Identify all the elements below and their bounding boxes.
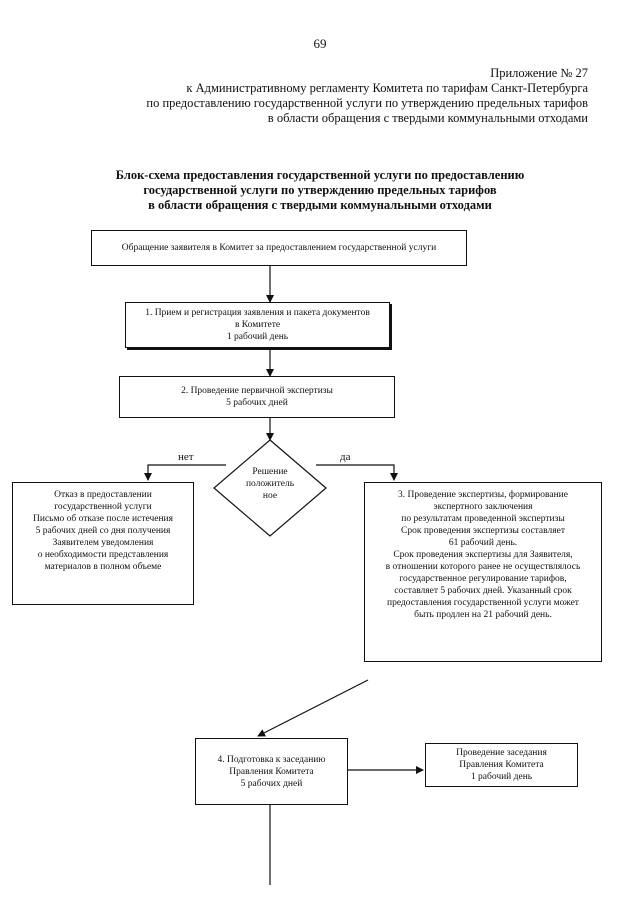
title-line-1: Блок-схема предоставления государственно… xyxy=(115,168,525,182)
appendix-header: Приложение № 27 к Административному регл… xyxy=(28,66,588,126)
appendix-line-2: к Административному регламенту Комитета … xyxy=(186,81,588,95)
step3-line-6: Срок проведения экспертизы для Заявителя… xyxy=(393,550,573,560)
step3-line-3: по результатам проведенной экспертизы xyxy=(401,514,565,524)
step1-line-3: 1 рабочий день xyxy=(226,332,289,342)
step4-box: 4. Подготовка к заседанию Правления Коми… xyxy=(195,738,348,805)
refusal-box: Отказ в предоставлении государственной у… xyxy=(12,482,194,605)
step3-line-5: 61 рабочий день. xyxy=(448,538,518,548)
decision-line-3: ное xyxy=(262,491,278,501)
arrow-step3-to-step4 xyxy=(257,679,369,737)
step3-line-4: Срок проведения экспертизы составляет xyxy=(401,526,565,536)
meeting-line-2: Правления Комитета xyxy=(459,760,544,770)
appendix-line-3: по предоставлению государственной услуги… xyxy=(146,96,588,110)
decision-diamond xyxy=(213,439,327,537)
step3-box: 3. Проведение экспертизы, формирование э… xyxy=(364,482,602,662)
decision-line-2: положитель xyxy=(245,479,295,489)
document-title: Блок-схема предоставления государственно… xyxy=(40,168,600,213)
appendix-line-4: в области обращения с твердыми коммуналь… xyxy=(267,111,588,125)
meeting-line-3: 1 рабочий день xyxy=(470,772,533,782)
decision-label: Решение положитель ное xyxy=(226,466,314,502)
decision-line-1: Решение xyxy=(252,467,288,477)
step3-line-8: государственное регулирование тарифов, xyxy=(399,574,567,584)
title-line-3: в области обращения с твердыми коммуналь… xyxy=(148,198,492,212)
no-label: нет xyxy=(178,451,194,463)
refusal-line-1: Отказ в предоставлении xyxy=(54,490,152,500)
meeting-box: Проведение заседания Правления Комитета … xyxy=(425,743,578,787)
meeting-line-1: Проведение заседания xyxy=(456,748,547,758)
step2-box: 2. Проведение первичной экспертизы 5 раб… xyxy=(119,376,395,418)
start-text: Обращение заявителя в Комитет за предост… xyxy=(121,243,437,253)
refusal-line-4: 5 рабочих дней со дня получения xyxy=(35,526,171,536)
refusal-line-6: о необходимости представления xyxy=(37,550,169,560)
step4-line-1: 4. Подготовка к заседанию xyxy=(217,754,326,765)
step1-line-2: в Комитете xyxy=(234,320,281,330)
title-line-2: государственной услуги по утверждению пр… xyxy=(143,183,497,197)
step3-line-7: в отношении которого ранее не осуществля… xyxy=(385,562,581,572)
refusal-line-5: Заявителем уведомления xyxy=(52,538,154,548)
step3-line-10: предоставления государственной услуги мо… xyxy=(387,598,579,608)
start-box: Обращение заявителя в Комитет за предост… xyxy=(91,230,467,266)
yes-label: да xyxy=(340,451,351,463)
step1-line-1: 1. Прием и регистрация заявления и пакет… xyxy=(145,308,370,318)
appendix-line-1: Приложение № 27 xyxy=(490,66,588,80)
step4-line-2: Правления Комитета xyxy=(229,766,314,777)
step1-box: 1. Прием и регистрация заявления и пакет… xyxy=(125,302,390,348)
step3-line-9: составляет 5 рабочих дней. Указанный сро… xyxy=(394,586,572,596)
refusal-line-7: материалов в полном объеме xyxy=(44,562,162,572)
step2-line-2: 5 рабочих дней xyxy=(226,398,288,408)
step3-line-1: 3. Проведение экспертизы, формирование xyxy=(398,490,568,500)
refusal-line-2: государственной услуги xyxy=(54,502,152,512)
step2-line-1: 2. Проведение первичной экспертизы xyxy=(181,386,333,396)
page-number: 69 xyxy=(313,36,327,51)
arrow-decision-yes xyxy=(316,464,398,481)
step3-line-11: быть продлен на 21 рабочий день. xyxy=(414,610,552,620)
arrow-decision-no xyxy=(144,464,226,481)
refusal-line-3: Письмо об отказе после истечения xyxy=(33,514,173,524)
step4-line-3: 5 рабочих дней xyxy=(240,778,303,789)
step3-line-2: экспертного заключения xyxy=(433,502,533,512)
